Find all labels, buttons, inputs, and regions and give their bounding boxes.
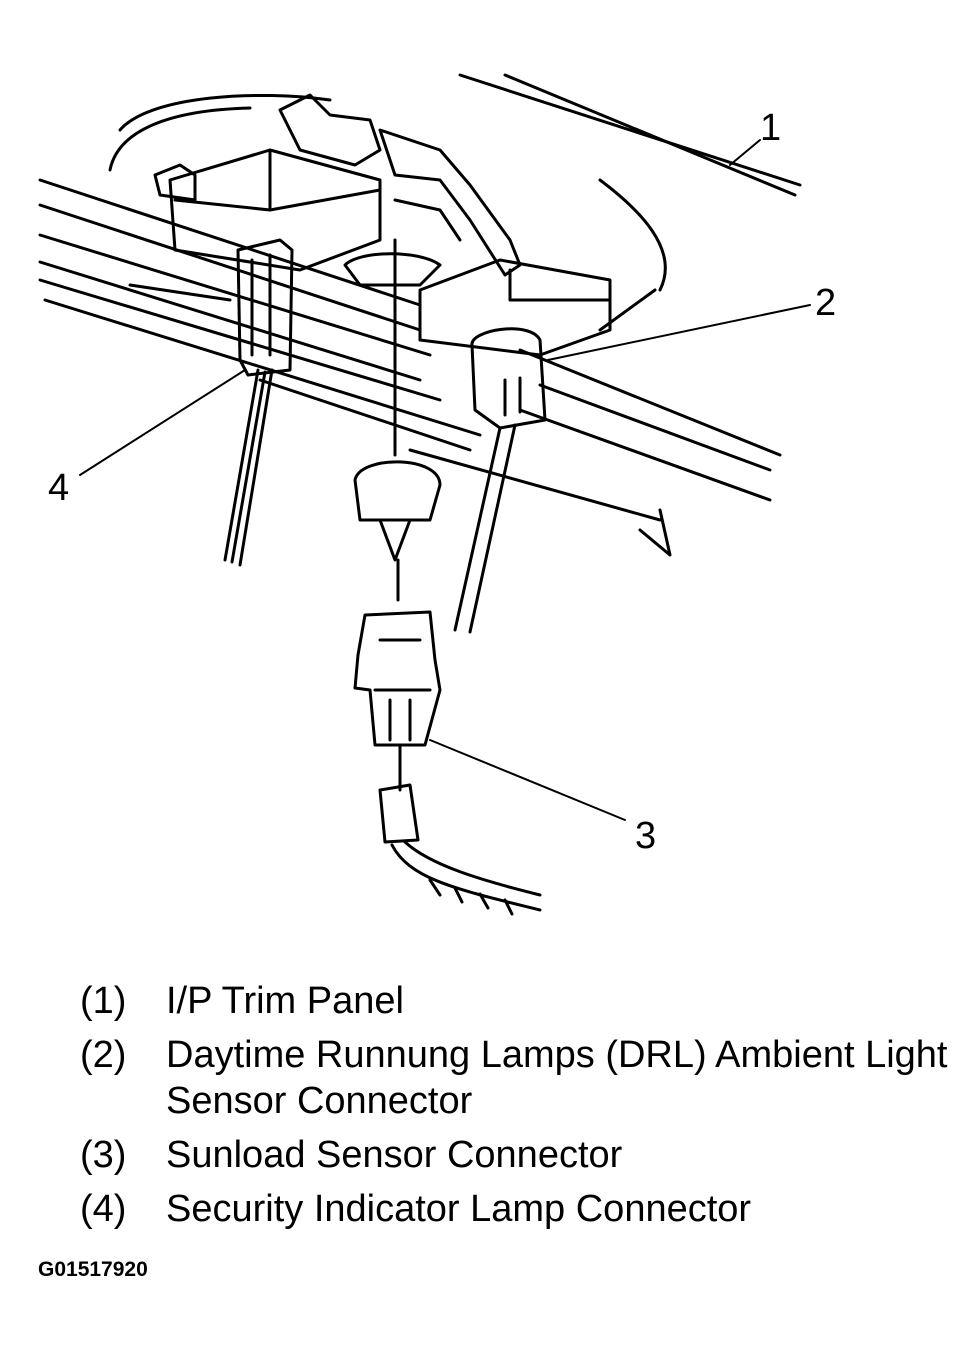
legend-number: (4) — [80, 1188, 127, 1230]
drl-sensor-connector — [453, 327, 547, 634]
connector-illustration: 1 2 3 4 — [38, 73, 836, 916]
trim-panel — [38, 73, 802, 557]
legend: (1) I/P Trim Panel (2) Daytime Runnung L… — [80, 978, 950, 1240]
connector-housing — [153, 93, 612, 357]
legend-item-1: (1) I/P Trim Panel — [80, 978, 950, 1024]
legend-number: (1) — [80, 980, 127, 1022]
callout-4: 4 — [48, 467, 69, 509]
legend-label: Security Indicator Lamp Connector — [166, 1188, 752, 1230]
legend-item-4: (4) Security Indicator Lamp Connector — [80, 1186, 950, 1232]
sunload-sensor — [353, 238, 442, 602]
legend-item-3: (3) Sunload Sensor Connector — [80, 1132, 950, 1178]
sunload-connector — [353, 610, 542, 916]
callout-2: 2 — [815, 282, 836, 324]
callout-1: 1 — [760, 107, 781, 149]
figure-id: G01517920 — [38, 1258, 148, 1281]
legend-label: I/P Trim Panel — [166, 980, 404, 1022]
legend-label: Daytime Runnung Lamps (DRL) Ambient Ligh… — [166, 1034, 948, 1122]
callout-3: 3 — [635, 815, 656, 857]
legend-label: Sunload Sensor Connector — [166, 1134, 623, 1176]
legend-number: (2) — [80, 1034, 127, 1076]
security-lamp-connector — [223, 238, 294, 567]
leader-lines — [79, 139, 811, 821]
legend-item-2: (2) Daytime Runnung Lamps (DRL) Ambient … — [80, 1032, 950, 1124]
legend-number: (3) — [80, 1134, 127, 1176]
